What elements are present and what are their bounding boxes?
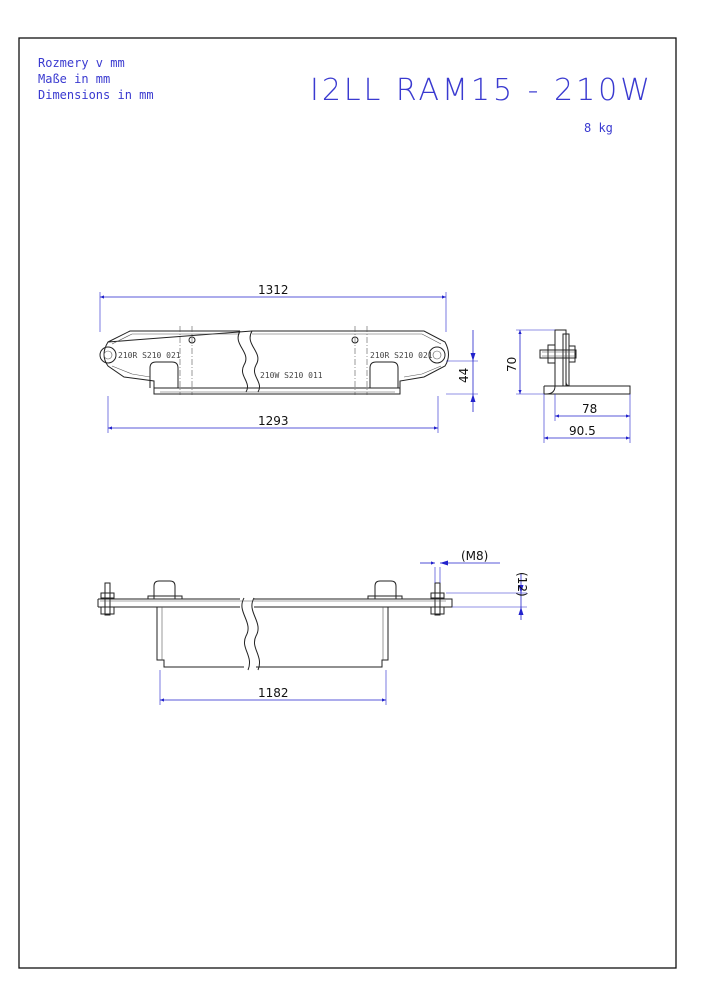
dim-1312: 1312 bbox=[258, 283, 289, 297]
dim-44: 44 bbox=[457, 368, 471, 383]
sheet-border bbox=[18, 37, 677, 969]
side-bolt bbox=[539, 349, 577, 359]
dims-line-3: Dimensions in mm bbox=[38, 88, 154, 102]
front-view: 1182 (M8) (12) bbox=[97, 549, 529, 705]
front-plate bbox=[98, 598, 453, 608]
left-bolt-hex bbox=[99, 346, 117, 364]
right-bolt-hex bbox=[428, 346, 446, 364]
engraving-right: 210R S210 021 bbox=[370, 351, 433, 360]
dim-1182: 1182 bbox=[258, 686, 289, 700]
weight-label: 8 kg bbox=[584, 121, 613, 135]
engraving-left: 210R S210 021 bbox=[118, 351, 181, 360]
dim-1293: 1293 bbox=[258, 414, 289, 428]
dims-line-1: Rozmery v mm bbox=[38, 56, 125, 70]
break-line-top bbox=[237, 330, 248, 393]
dim-90-5: 90.5 bbox=[569, 424, 596, 438]
left-front-bolt bbox=[104, 582, 111, 616]
break-line-front bbox=[241, 597, 250, 671]
dim-70: 70 bbox=[505, 357, 519, 372]
top-view: 1312 210R S210 021 210R S210 021 210W S2… bbox=[99, 283, 478, 433]
right-front-bolt bbox=[434, 582, 441, 616]
dim-m8: (M8) bbox=[461, 549, 488, 563]
dims-line-2: Maße in mm bbox=[38, 72, 110, 86]
drawing-title: I2LL RAM15 - 210W bbox=[310, 73, 653, 108]
dim-78: 78 bbox=[582, 402, 597, 416]
side-view: 70 78 90.5 bbox=[505, 329, 631, 443]
dim-12: (12) bbox=[515, 572, 529, 597]
engraving-center: 210W S210 011 bbox=[260, 371, 323, 380]
